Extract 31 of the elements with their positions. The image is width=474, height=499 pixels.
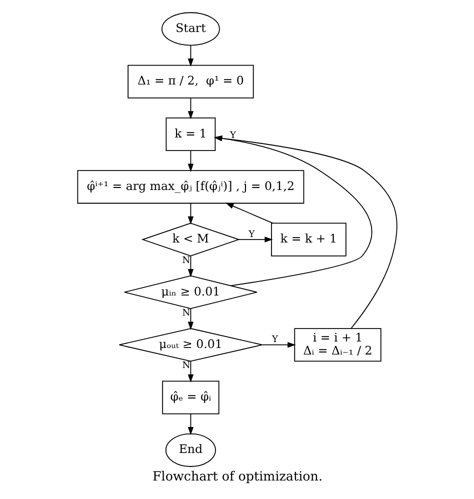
arrow [187,255,194,277]
arrow [187,97,194,119]
node-box: φ̂ⁱ⁺¹ = arg max_φ̂ⱼ [f(φ̂ⱼⁱ)] , j = 0,1,2 [76,170,304,204]
arrow [187,413,194,435]
node-box: i = i + 1 Δᵢ = Δᵢ₋₁ / 2 [294,328,381,362]
node-box: Δ₁ = π / 2, φ¹ = 0 [127,64,254,98]
edge-label: Y [272,334,278,345]
node-diamond: μₒᵤₜ ≥ 0.01 [118,328,262,362]
node-diamond: μᵢₙ ≥ 0.01 [123,274,257,309]
edge-label: Y [230,130,236,140]
node-ellipse: Start [161,12,220,46]
arrow [213,135,397,328]
node-box: k = k + 1 [270,222,346,256]
node-ellipse: End [164,432,216,466]
arrow [238,236,272,242]
arrow [187,44,194,66]
arrow [187,360,194,382]
caption: Flowchart of optimization. [152,468,322,483]
node-box: k = 1 [165,116,216,151]
arrow [213,134,372,286]
arrow [187,202,194,224]
arrow [187,150,194,172]
node-box: φ̂ₑ = φ̂ᵢ [162,380,219,414]
edge-label: N [182,360,190,371]
node-diamond: k < M [140,222,240,256]
arrow [187,308,194,330]
arrow [225,202,273,224]
arrow [261,342,296,348]
edge-label: N [182,255,190,266]
edge-label: N [182,308,190,318]
edge-label: Y [248,229,254,240]
